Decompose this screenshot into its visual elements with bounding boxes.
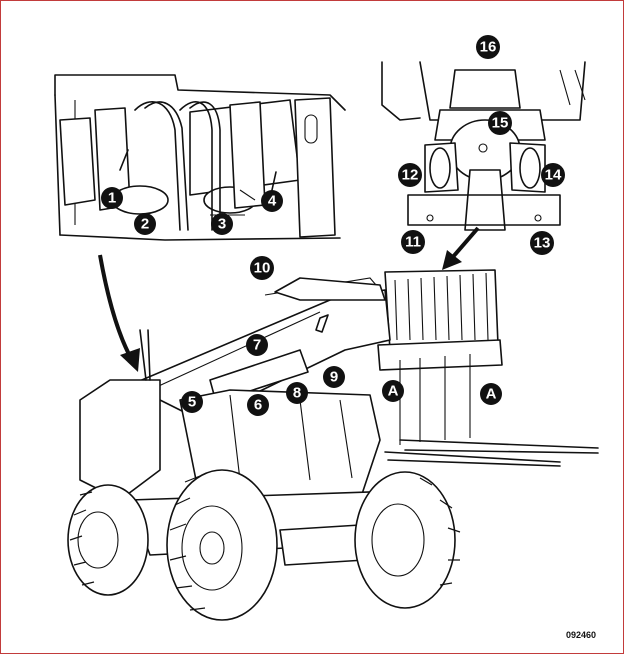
callout-2: 2: [134, 213, 156, 235]
boom-pivot-inset: [54, 74, 346, 241]
figure-reference-code: 092460: [565, 630, 596, 640]
callout-1-label: 1: [108, 190, 116, 207]
callout-8: 8: [286, 382, 308, 404]
callout-4: 4: [261, 190, 283, 212]
callout-6: 6: [247, 394, 269, 416]
callout-3-label: 3: [218, 216, 226, 233]
callout-10: 10: [250, 256, 274, 280]
callout-5: 5: [181, 391, 203, 413]
callout-12-label: 12: [402, 167, 419, 184]
callout-14-label: 14: [545, 167, 562, 184]
callout-13-label: 13: [534, 235, 551, 252]
callout-11-label: 11: [405, 234, 421, 251]
callout-8-label: 8: [293, 385, 301, 402]
callout-16-label: 16: [480, 39, 497, 56]
callout-a-left: A: [382, 380, 404, 402]
telehandler-machine: [67, 269, 599, 621]
callout-12: 12: [398, 163, 422, 187]
callout-3: 3: [211, 213, 233, 235]
callout-13: 13: [530, 231, 554, 255]
callout-1: 1: [101, 187, 123, 209]
callout-4-label: 4: [268, 193, 277, 210]
callout-15: 15: [488, 111, 512, 135]
callout-7: 7: [246, 334, 268, 356]
callout-15-label: 15: [492, 115, 509, 132]
callout-7-label: 7: [253, 337, 261, 354]
callout-10-label: 10: [254, 260, 271, 277]
arrow-head-right: [442, 250, 462, 270]
callout-a-left-label: A: [388, 383, 399, 400]
callout-11: 11: [401, 230, 425, 254]
callout-9: 9: [323, 366, 345, 388]
callout-2-label: 2: [141, 216, 149, 233]
callout-6-label: 6: [254, 397, 262, 414]
callout-14: 14: [541, 163, 565, 187]
arrow-head-left: [120, 348, 140, 372]
carriage-pivot-inset: [381, 61, 586, 231]
callout-a-right-label: A: [486, 386, 497, 403]
callout-16: 16: [476, 35, 500, 59]
callout-a-right: A: [480, 383, 502, 405]
leader-arrows: [98, 226, 480, 372]
callout-9-label: 9: [330, 369, 338, 386]
callout-5-label: 5: [188, 394, 196, 411]
